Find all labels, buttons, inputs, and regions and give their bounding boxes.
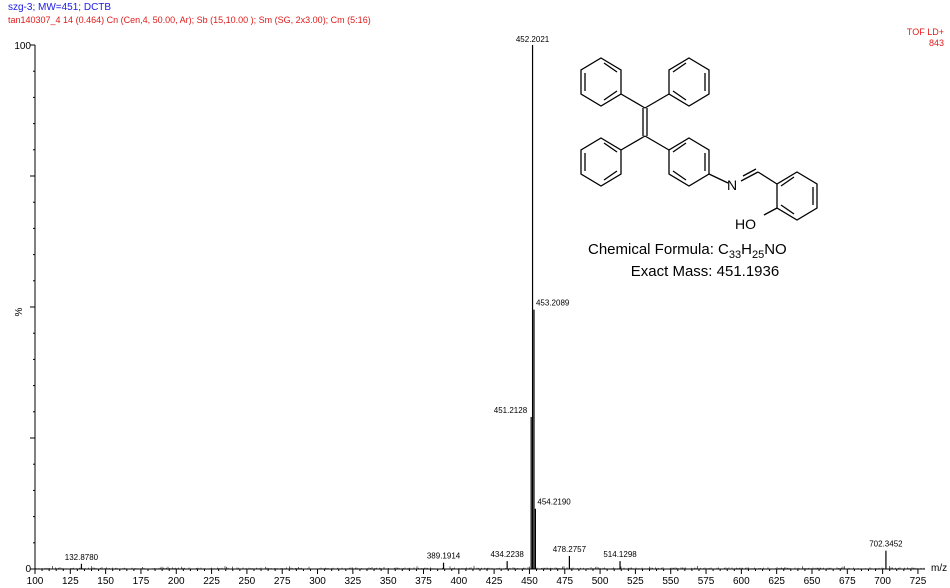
x-tick-label: 475 [556,576,573,587]
x-tick-label: 125 [62,576,79,587]
exact-mass: Exact Mass: 451.1936 [631,263,779,280]
y-tick-label-bottom: 0 [25,564,31,575]
x-axis-ticks: 100 125 150 175 200 225 250 275 300 325 350 375 400 4… [27,569,927,587]
x-tick-label: 225 [203,576,220,587]
x-tick-label: 375 [415,576,432,587]
acquisition-parameters: tan140307_4 14 (0.464) Cn (Cen,4, 50.00,… [8,15,371,25]
phenyl-ring-top-left [580,57,622,107]
peak-label-5: 453.2089 [536,299,570,308]
x-tick-label: 350 [380,576,397,587]
hydroxyl-group: HO [735,216,756,232]
peak-label-2: 434.2238 [490,550,524,559]
ionization-mode: TOF LD+ 843 [907,27,944,49]
phenyl-ring-left [580,137,622,187]
x-tick-label: 525 [627,576,644,587]
x-tick-label: 700 [874,576,891,587]
formula-suffix: NO [764,241,787,258]
x-tick-label: 200 [168,576,185,587]
x-tick-label: 675 [839,576,856,587]
peak-label-7: 478.2757 [553,545,587,554]
x-tick-label: 450 [521,576,538,587]
formula-hydrogen-count: 25 [752,249,764,261]
x-tick-label: 725 [910,576,927,587]
ionization-mode-label: TOF LD+ [906,27,944,37]
y-tick-label-top: 100 [14,41,31,52]
x-tick-label: 100 [27,576,44,587]
x-tick-label: 250 [239,576,256,587]
phenyl-ring-top-right [668,57,710,107]
peak-label-9: 702.3452 [869,540,903,549]
peak-label-0: 132.8780 [65,553,99,562]
imine-linkage [708,168,778,185]
x-tick-label: 400 [450,576,467,587]
y-axis-label: % [14,307,25,316]
nitrogen-atom: N [727,177,737,193]
base-peak-intensity: 843 [928,38,944,48]
phenylene-ring [668,137,710,187]
baseline-noise [35,565,925,569]
hydroxyphenyl-ring [763,171,818,221]
spectrum-peaks: 132.8780 389.1914 434.2238 451.2128 452.2021… [65,35,903,569]
x-tick-label: 650 [804,576,821,587]
peak-label-6: 454.2190 [537,498,571,507]
formula-hydrogen: H [741,241,752,258]
peak-label-3: 451.2128 [494,406,528,415]
formula-prefix: Chemical Formula: C [588,241,729,258]
peak-label-1: 389.1914 [427,552,461,561]
peak-label-4: 452.2021 [516,35,550,44]
chemical-formula: Chemical Formula: C33H25NO [588,241,787,261]
x-tick-label: 300 [309,576,326,587]
x-tick-label: 275 [274,576,291,587]
noise-trace [35,565,925,569]
sample-header: szg-3; MW=451; DCTB [8,2,112,13]
x-tick-label: 600 [733,576,750,587]
x-axis-label: m/z [931,563,947,574]
x-tick-label: 500 [592,576,609,587]
x-tick-label: 325 [345,576,362,587]
formula-carbon-count: 33 [729,249,741,261]
axes: % m/z 100 0 [14,41,947,575]
x-tick-label: 150 [97,576,114,587]
x-tick-label: 625 [768,576,785,587]
x-tick-label: 550 [662,576,679,587]
y-axis-ticks [30,44,35,570]
x-tick-label: 425 [486,576,503,587]
x-tick-label: 575 [698,576,715,587]
x-tick-label: 175 [133,576,150,587]
ethylene-bridge [620,93,670,151]
peak-label-8: 514.1298 [603,550,637,559]
chemical-structure [580,57,818,221]
